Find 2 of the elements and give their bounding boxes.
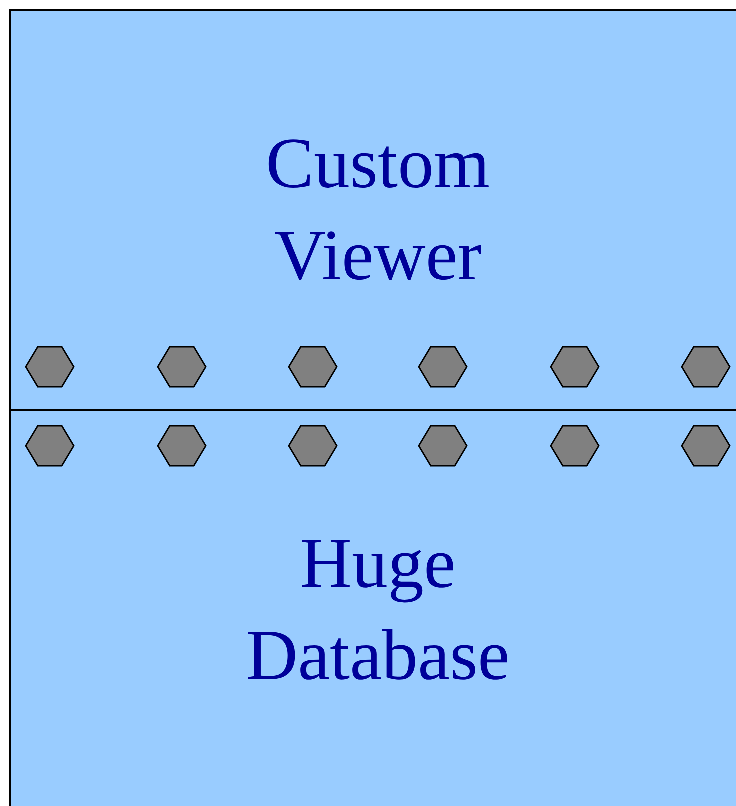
region-box: Huge Database [9, 409, 736, 806]
region-box: Custom Viewer [9, 9, 736, 411]
